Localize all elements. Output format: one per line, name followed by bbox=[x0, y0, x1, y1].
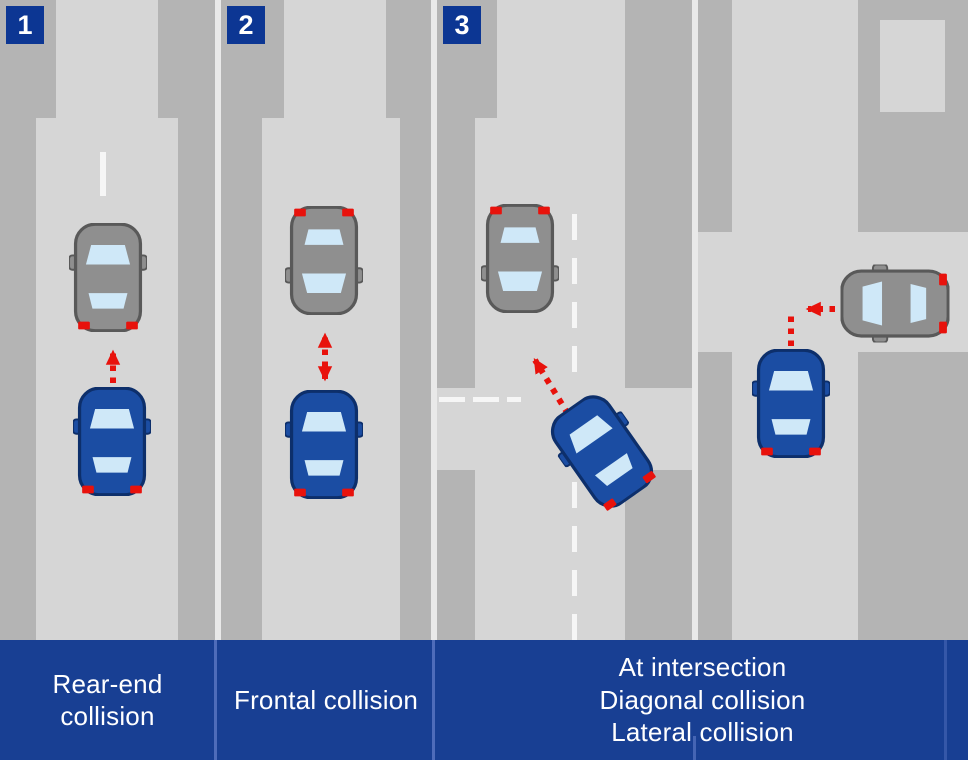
lane-marking bbox=[572, 526, 577, 552]
road-vertical-top bbox=[497, 0, 625, 118]
caption-divider bbox=[214, 640, 217, 760]
lane-marking bbox=[572, 570, 577, 596]
lane-marking bbox=[507, 397, 521, 402]
gray-car bbox=[69, 223, 147, 332]
caption-line: Lateral collision bbox=[611, 717, 794, 748]
lane-marking bbox=[572, 258, 577, 284]
panel-lateral bbox=[698, 0, 968, 640]
lane-marking bbox=[572, 346, 577, 372]
blue-car bbox=[752, 349, 830, 458]
lane-marking bbox=[572, 214, 577, 240]
blue-car bbox=[285, 390, 363, 499]
lane-marking bbox=[572, 302, 577, 328]
lane-marking bbox=[473, 397, 499, 402]
gray-car bbox=[481, 204, 559, 313]
caption-divider bbox=[432, 640, 435, 760]
road-block-top-right bbox=[880, 20, 945, 112]
road-vertical bbox=[262, 118, 400, 640]
caption-intersection: At intersection Diagonal collision Later… bbox=[437, 640, 968, 760]
road-vertical-top bbox=[56, 0, 158, 118]
gray-car bbox=[285, 206, 363, 315]
lane-marking bbox=[439, 397, 465, 402]
panel-intersection-diagonal: 3 bbox=[437, 0, 692, 640]
caption-band: Rear-end collision Frontal collision At … bbox=[0, 640, 968, 760]
panel-3-badge: 3 bbox=[443, 6, 481, 44]
lane-marking bbox=[572, 482, 577, 508]
road-vertical bbox=[36, 118, 178, 640]
caption-frontal: Frontal collision bbox=[221, 640, 431, 760]
road-vertical bbox=[475, 118, 625, 640]
caption-line: At intersection bbox=[618, 652, 787, 683]
panel-rear-end: 1 bbox=[0, 0, 215, 640]
gray-car bbox=[840, 264, 950, 343]
panel-frontal: 2 bbox=[221, 0, 431, 640]
caption-line: Rear-end bbox=[52, 668, 163, 699]
lane-marking bbox=[572, 614, 577, 640]
caption-line: Frontal collision bbox=[233, 684, 419, 715]
caption-divider bbox=[944, 640, 947, 760]
caption-line: collision bbox=[60, 701, 155, 731]
caption-divider bbox=[693, 736, 696, 760]
panel-1-badge: 1 bbox=[6, 6, 44, 44]
caption-rear-end: Rear-end collision bbox=[0, 640, 215, 760]
blue-car bbox=[73, 387, 151, 496]
caption-line: Diagonal collision bbox=[599, 684, 806, 715]
lane-marking bbox=[100, 152, 106, 196]
road-vertical-top bbox=[284, 0, 386, 118]
panel-2-badge: 2 bbox=[227, 6, 265, 44]
